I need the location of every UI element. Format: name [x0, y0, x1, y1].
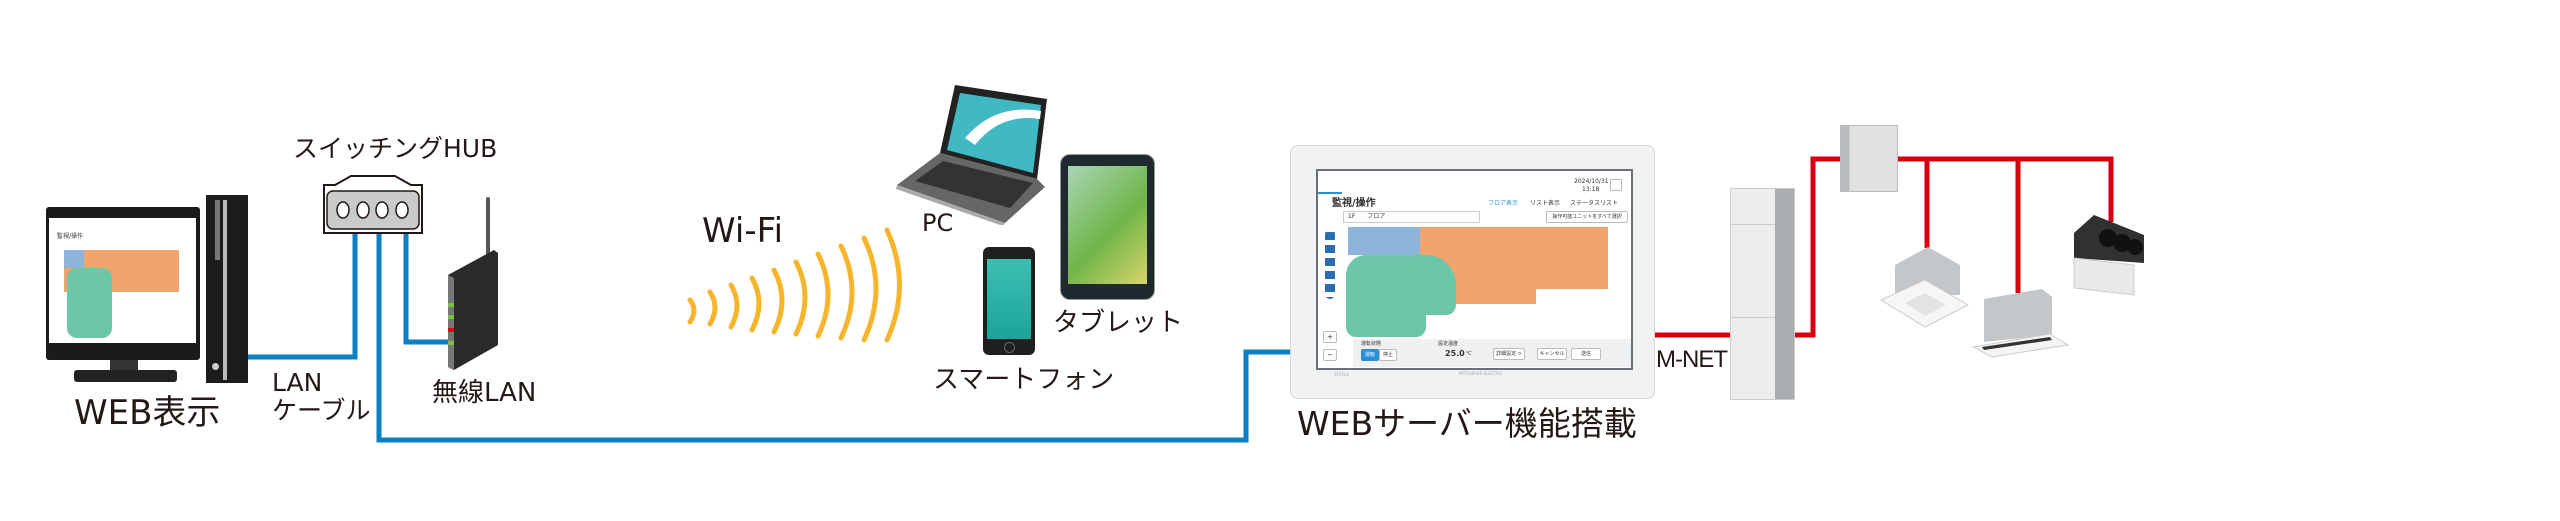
tablet-label: タブレット	[1053, 308, 1184, 338]
refrigerant-line-branch	[1896, 156, 2114, 222]
lan-cable-hub-to-server	[376, 232, 1292, 443]
web-server-label: WEBサーバー機能搭載	[1297, 404, 1637, 443]
lan-label: LAN	[272, 368, 323, 397]
screen-time: 13:18	[1582, 186, 1600, 193]
wireless-lan-label: 無線LAN	[432, 378, 537, 408]
monitor-screen: 監視/操作	[49, 218, 196, 343]
desktop-monitor: 監視/操作	[46, 207, 200, 360]
smartphone-icon	[983, 247, 1035, 355]
wifi-waves-icon	[687, 227, 902, 343]
floor-select[interactable]: 1F フロア	[1343, 211, 1480, 223]
monitor-stand	[110, 360, 138, 370]
mnet-label: M-NET	[1656, 346, 1728, 373]
control-bar: 運転状態 運転 停止 設定温度 25.0 ℃ 詳細設定 > キャンセル 送信	[1353, 339, 1631, 367]
switching-hub-icon	[323, 175, 423, 234]
outdoor-unit-icon	[1730, 188, 1795, 400]
web-display-label: WEB表示	[74, 393, 221, 433]
wireless-router-icon	[448, 197, 498, 370]
tab-list-view[interactable]: リスト表示	[1530, 200, 1561, 207]
lan-cable-hub-to-router	[403, 232, 450, 345]
wifi-label: Wi-Fi	[702, 211, 784, 251]
screen-title: 監視/操作	[1332, 198, 1376, 209]
status-led-label: STATUS	[1334, 372, 1350, 377]
run-button[interactable]: 運転	[1361, 349, 1379, 361]
smartphone-label: スマートフォン	[933, 365, 1115, 395]
ceiling-cassette-icon	[1880, 247, 1970, 328]
cancel-button[interactable]: キャンセル	[1537, 348, 1567, 360]
floor-map[interactable]	[1346, 227, 1608, 337]
ceiling-duct-unit-icon	[2073, 215, 2144, 296]
select-all-button[interactable]: 操作可能ユニットをすべて選択	[1546, 211, 1628, 223]
tab-floor-view[interactable]: フロア表示	[1488, 200, 1519, 207]
laptop-icon	[896, 85, 1047, 225]
refrigerant-line-main	[1793, 156, 1842, 338]
map-filter-icons	[1325, 229, 1335, 299]
zoom-out-button[interactable]: −	[1323, 349, 1337, 361]
set-temp-value: 25.0	[1445, 349, 1465, 358]
tab-status-list[interactable]: ステータスリスト	[1570, 200, 1619, 207]
lan-cable-pc-to-hub	[248, 232, 358, 360]
controller-screen: 2024/10/31 13:18 監視/操作 フロア表示 リスト表示 ステータス…	[1316, 169, 1633, 370]
ceiling-2way-cassette-icon	[1972, 289, 2070, 358]
zoom-in-button[interactable]: +	[1323, 331, 1337, 343]
web-server-controller: 2024/10/31 13:18 監視/操作 フロア表示 リスト表示 ステータス…	[1290, 145, 1655, 399]
branch-controller-icon	[1840, 125, 1898, 192]
tablet-icon	[1060, 154, 1155, 300]
pc-label: PC	[922, 209, 954, 237]
send-button[interactable]: 送信	[1571, 348, 1601, 360]
brand-logo: MITSUBISHI ELECTRIC	[1459, 371, 1503, 376]
pc-tower	[206, 195, 248, 383]
cable-label: ケーブル	[272, 396, 371, 425]
screen-date: 2024/10/31	[1574, 178, 1609, 185]
detail-settings-button[interactable]: 詳細設定 >	[1493, 348, 1525, 360]
monitor-base	[74, 370, 177, 382]
stop-button[interactable]: 停止	[1379, 349, 1397, 361]
switching-hub-label: スイッチングHUB	[293, 134, 498, 163]
monitor-title: 監視/操作	[57, 233, 84, 240]
